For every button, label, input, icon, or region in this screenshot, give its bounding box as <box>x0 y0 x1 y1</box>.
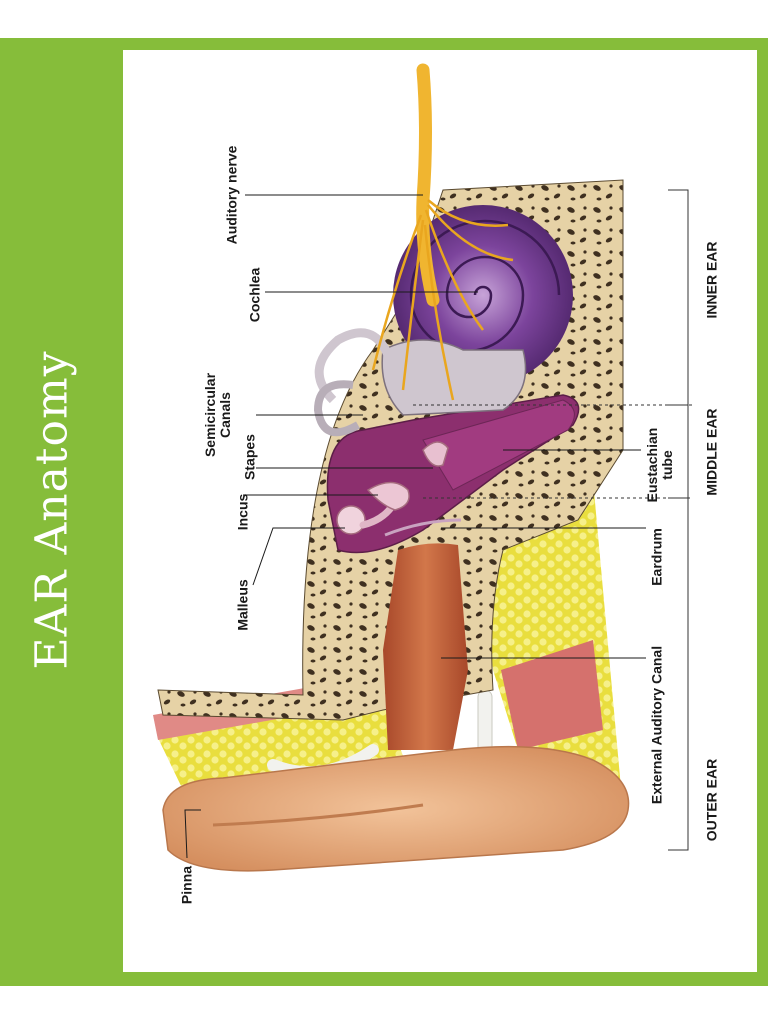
eustachian-tube <box>422 399 575 491</box>
ear-diagram <box>153 63 693 872</box>
eardrum <box>384 518 462 537</box>
label-malleus: Malleus <box>234 579 251 631</box>
vestibule <box>381 339 527 416</box>
semicircular-canal-1 <box>314 328 393 404</box>
label-eustachian-line-1: Eustachian <box>644 427 660 503</box>
label-eustachian-tube: Eustachian tube <box>644 427 675 503</box>
external-auditory-canal <box>383 543 468 750</box>
label-eustachian-line-2: tube <box>659 450 675 480</box>
leader-lines <box>184 194 646 859</box>
bracket-outer-ear <box>668 497 689 851</box>
label-auditory-nerve: Auditory nerve <box>223 145 240 245</box>
cochlea-spiral <box>409 219 561 353</box>
label-stapes: Stapes <box>241 434 258 480</box>
pinna-fold <box>212 803 424 827</box>
semicircular-canal-2 <box>313 380 360 437</box>
label-middle-ear: MIDDLE EAR <box>703 408 720 496</box>
label-eardrum: Eardrum <box>648 528 665 586</box>
label-incus: Incus <box>234 493 251 531</box>
label-outer-ear: OUTER EAR <box>703 758 720 842</box>
label-cochlea: Cochlea <box>246 267 263 323</box>
malleus <box>336 505 366 535</box>
cochlea <box>393 205 573 385</box>
stapes <box>422 441 449 467</box>
incus <box>366 481 410 511</box>
bracket-inner-ear <box>668 189 689 406</box>
auditory-nerve-fibers <box>371 199 514 401</box>
label-inner-ear: INNER EAR <box>703 241 720 319</box>
muscle-lower <box>501 640 603 750</box>
label-semicircular-line-1: Semicircular <box>202 372 218 458</box>
label-pinna: Pinna <box>178 865 195 905</box>
page-title: EAR Anatomy <box>26 350 78 670</box>
label-external-auditory-canal: External Auditory Canal <box>648 645 665 805</box>
label-semicircular-line-2: Canals <box>217 392 233 438</box>
label-semicircular-canals: Semicircular Canals <box>202 372 233 458</box>
auditory-nerve-trunk <box>416 63 440 307</box>
